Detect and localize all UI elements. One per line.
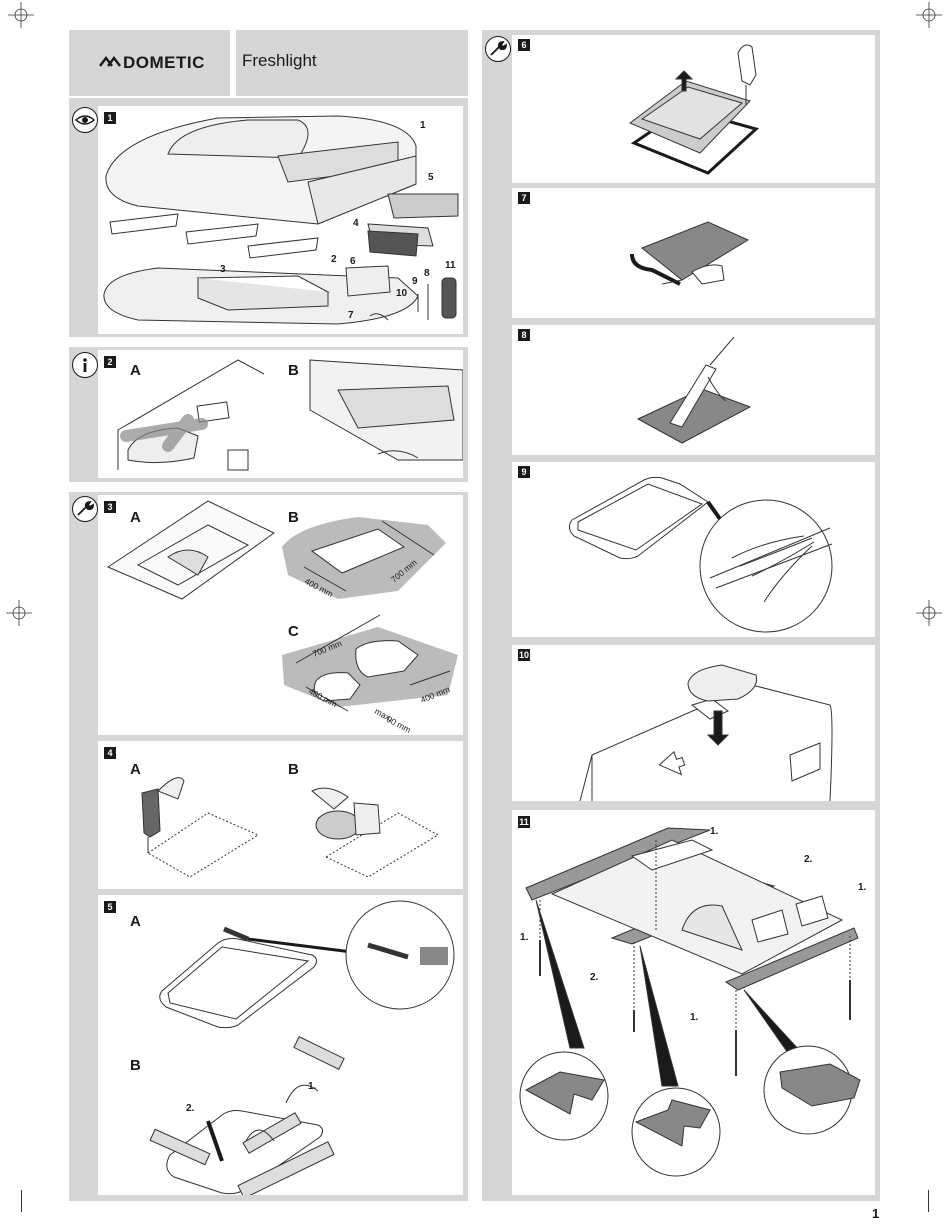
part-label: 4 (353, 218, 359, 229)
registration-mark-top-left (8, 2, 34, 28)
step-1-panel: 1 1 2 3 4 5 6 (98, 106, 463, 334)
sub-label-b: B (288, 509, 299, 526)
step-number: 11 (518, 816, 530, 828)
callout-label: 1. (520, 932, 529, 943)
step-11-panel: 11 (512, 810, 875, 1195)
part-label: 1 (420, 120, 426, 131)
crop-mark-bottom-right (928, 1190, 929, 1212)
wrench-icon (485, 36, 511, 62)
step-number: 5 (104, 901, 116, 913)
callout-label: 1. (690, 1012, 699, 1023)
crop-mark-bottom-left (21, 1190, 22, 1212)
part-label: 11 (445, 260, 456, 271)
step-number: 2 (104, 356, 116, 368)
step-7-panel: 7 (512, 188, 875, 318)
step-4-panel: 4 A B (98, 741, 463, 889)
product-title: Freshlight (242, 51, 317, 70)
sub-label-a: A (130, 913, 141, 930)
callout-label: 2. (590, 972, 599, 983)
edge-finishing-illustration: 1. 2. (149, 900, 455, 1195)
part-label: 2 (331, 254, 337, 265)
dometic-logo-icon (99, 56, 121, 67)
brand-box (69, 30, 230, 96)
wrong-handling-illustration (117, 359, 463, 471)
eye-icon (72, 107, 98, 133)
part-label: 3 (220, 264, 226, 275)
step-number: 8 (518, 329, 530, 341)
step-8-panel: 8 (512, 325, 875, 455)
callout-label: 1. (308, 1081, 317, 1092)
step-number: 3 (104, 501, 116, 513)
drill-and-saw-illustration (141, 777, 440, 878)
part-label: 5 (428, 172, 434, 183)
seal-installation-illustration (630, 221, 750, 286)
step-number: 9 (518, 466, 530, 478)
mounting-frame-illustration: 1. 2. 1. 1. 2. 1. (519, 826, 867, 1177)
step-9-panel: 9 (512, 462, 875, 637)
sub-label-b: B (288, 362, 299, 379)
part-label: 10 (396, 288, 408, 299)
wrench-icon (72, 496, 98, 522)
part-label: 7 (348, 310, 354, 321)
part-label: 6 (350, 256, 356, 267)
step-5-panel: 5 A B 1. 2. (98, 895, 463, 1195)
callout-label: 2. (186, 1103, 195, 1114)
cable-routing-illustration (568, 476, 833, 633)
step-number: 7 (518, 192, 530, 204)
step-3-panel: 3 A B C 400 mm 700 mm 700 mm 400 mm 400 … (98, 495, 463, 735)
screw-removal-illustration (629, 44, 760, 175)
column-divider (69, 337, 468, 347)
info-icon (72, 352, 98, 378)
registration-mark-left (6, 600, 32, 626)
sub-label-b: B (130, 1057, 141, 1074)
sealant-application-illustration (636, 336, 752, 444)
unit-placement-illustration (579, 664, 833, 801)
step-number: 1 (104, 112, 116, 124)
step-number: 6 (518, 39, 530, 51)
registration-mark-top-right (916, 2, 942, 28)
step-number: 4 (104, 747, 116, 759)
sub-label-a: A (130, 509, 141, 526)
part-label: 9 (412, 276, 418, 287)
template-cutout-illustration: 400 mm 700 mm 700 mm 400 mm 400 mm max. … (106, 500, 458, 735)
page-number: 1 (872, 1206, 880, 1221)
exploded-parts-illustration: 1 2 3 4 5 6 7 8 9 10 11 (103, 115, 459, 325)
registration-mark-right (916, 600, 942, 626)
callout-label: 1. (858, 882, 867, 893)
step-2-panel: 2 A B (98, 350, 463, 478)
step-10-panel: 10 (512, 645, 875, 801)
part-label: 8 (424, 268, 430, 279)
callout-label: 1. (710, 826, 719, 837)
sub-label-c: C (288, 623, 299, 640)
brand-name: DOMETIC (123, 53, 205, 72)
title-box (236, 30, 468, 96)
step-6-panel: 6 (512, 35, 875, 183)
dimension-label: 90 mm (385, 714, 413, 735)
callout-label: 2. (804, 854, 813, 865)
column-divider (69, 482, 468, 492)
step-number: 10 (518, 649, 530, 661)
sub-label-a: A (130, 761, 141, 778)
sub-label-a: A (130, 362, 141, 379)
sub-label-b: B (288, 761, 299, 778)
